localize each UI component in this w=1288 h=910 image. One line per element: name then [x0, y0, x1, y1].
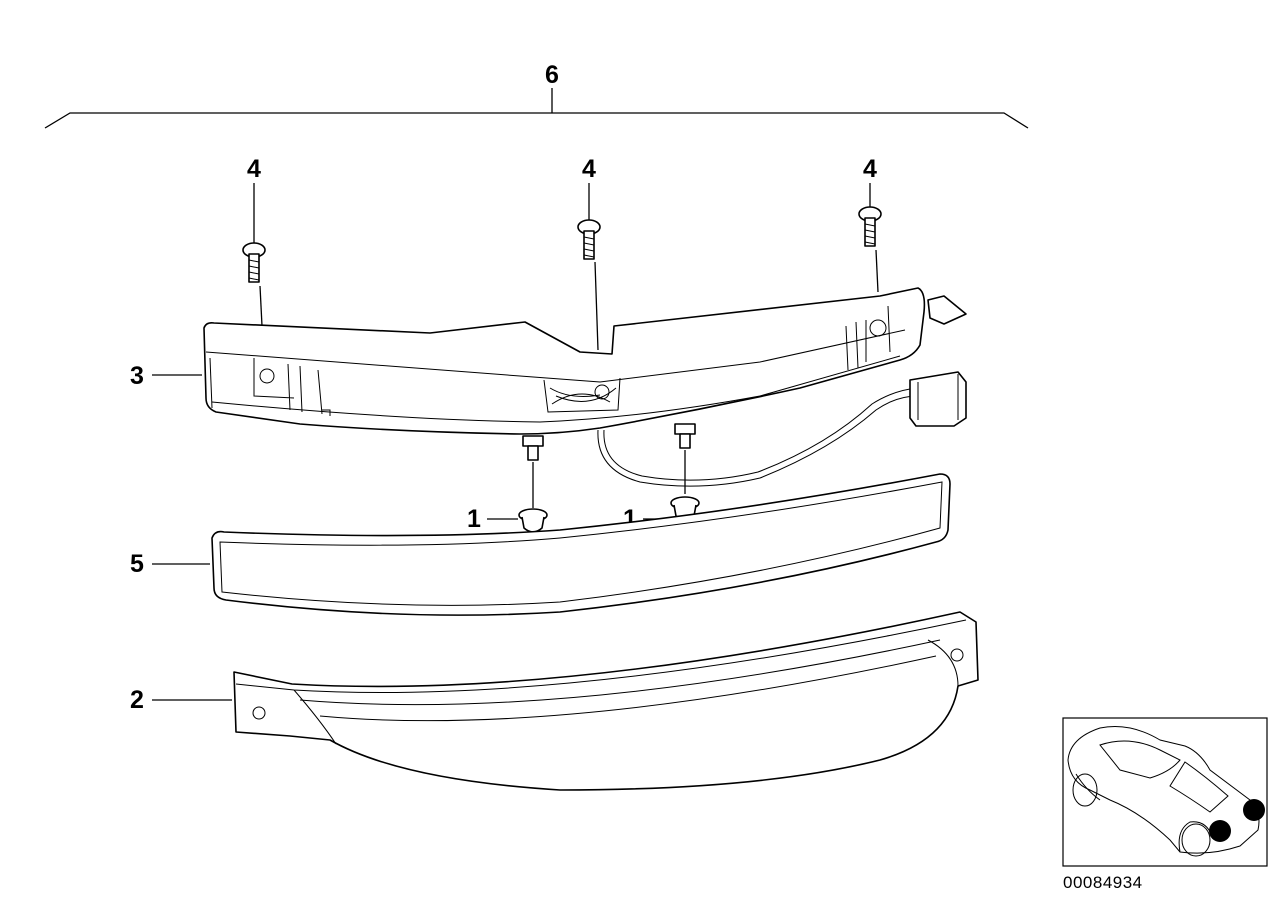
callout-4-mid: 4 — [582, 155, 596, 183]
lamp-housing: 3 — [130, 287, 967, 508]
locator-marker-left — [1209, 820, 1231, 842]
assembly-bracket: 6 — [44, 61, 1029, 129]
doc-number: 00084934 — [1063, 873, 1143, 892]
callout-4-right: 4 — [863, 155, 877, 183]
screw-middle: 4 — [577, 155, 601, 351]
locator-marker-right — [1243, 799, 1265, 821]
locator-inset: 00084934 — [1062, 717, 1268, 892]
callout-4-left: 4 — [247, 155, 261, 183]
callout-3: 3 — [130, 362, 144, 390]
callout-6: 6 — [545, 61, 559, 89]
gasket: 5 — [130, 473, 951, 616]
nut-left: 1 — [467, 505, 548, 533]
screw-right: 4 — [858, 155, 882, 293]
callout-5: 5 — [130, 550, 144, 578]
screw-left: 4 — [242, 155, 266, 327]
callout-2: 2 — [130, 686, 144, 714]
wiring-cable — [597, 371, 967, 487]
callout-1-left: 1 — [467, 505, 481, 533]
lens: 2 — [130, 611, 979, 791]
